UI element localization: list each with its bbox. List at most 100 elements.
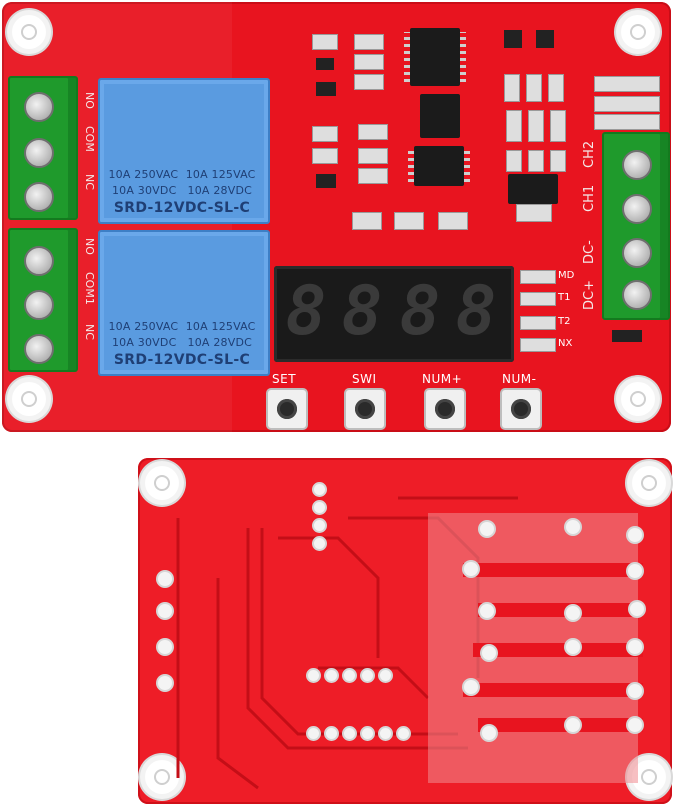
relay-pad	[566, 640, 580, 654]
relay-pad	[566, 606, 580, 620]
smd-component	[528, 110, 544, 142]
terminal-label-no: NO	[83, 238, 96, 255]
smd-component	[594, 96, 660, 112]
solder-pad	[314, 502, 325, 513]
solder-pad	[314, 538, 325, 549]
smd-component	[594, 76, 660, 92]
solder-pad	[344, 670, 355, 681]
solder-pad	[158, 604, 172, 618]
relay-rating-line1: 10A 250VAC 10A 125VAC	[108, 168, 256, 181]
smd-component	[528, 150, 544, 172]
terminal-label-com: COM	[83, 126, 96, 152]
smd-component	[550, 110, 566, 142]
smd-transistor	[504, 30, 522, 48]
mounting-hole-top-right	[632, 466, 666, 500]
button-label-num-plus: NUM+	[422, 372, 463, 386]
relay-model: SRD-12VDC-SL-C	[113, 352, 251, 368]
swi-button[interactable]	[346, 390, 384, 428]
screw-icon	[622, 194, 652, 224]
relay-pad	[566, 718, 580, 732]
num-minus-button[interactable]	[502, 390, 540, 428]
terminal-label-nc: NC	[83, 324, 96, 340]
relay-pad	[628, 528, 642, 542]
smd-transistor	[316, 174, 336, 188]
indicator-label-md: MD	[558, 270, 575, 281]
relay-pad	[628, 718, 642, 732]
solder-pad	[308, 670, 319, 681]
pcb-traces	[176, 496, 643, 790]
smd-transistor	[316, 58, 334, 70]
smd-component	[550, 150, 566, 172]
solder-pad	[362, 728, 373, 739]
indicator-led	[520, 316, 556, 330]
solder-pad	[314, 520, 325, 531]
relay-pad	[464, 680, 478, 694]
relay-pad	[464, 562, 478, 576]
screw-icon	[24, 246, 54, 276]
voltage-regulator	[508, 174, 558, 204]
relay-pad	[482, 726, 496, 740]
smd-component	[394, 212, 424, 230]
screw-icon	[622, 238, 652, 268]
smd-component	[594, 114, 660, 130]
mounting-hole-top-left	[12, 15, 46, 49]
mounting-hole-bottom-left	[12, 382, 46, 416]
num-plus-button[interactable]	[426, 390, 464, 428]
ic-chip	[408, 146, 470, 186]
relay-pad	[482, 646, 496, 660]
screw-icon	[24, 182, 54, 212]
solder-pad	[158, 572, 172, 586]
set-button[interactable]	[268, 390, 306, 428]
solder-pad	[398, 728, 409, 739]
smd-diode	[612, 330, 642, 342]
screw-icon	[622, 280, 652, 310]
mounting-hole-top-left	[145, 466, 179, 500]
smd-component	[312, 148, 338, 164]
smd-component	[438, 212, 468, 230]
seven-segment-display: 8 8 8 8	[274, 266, 514, 362]
smd-component	[506, 110, 522, 142]
solder-pad	[158, 676, 172, 690]
indicator-label-t2: T2	[558, 316, 571, 327]
terminal-label-ch1: CH1	[582, 184, 597, 212]
terminal-label-dc-plus: DC+	[582, 280, 597, 310]
relay-1: 10A 250VAC 10A 125VAC 10A 30VDC 10A 28VD…	[98, 78, 270, 224]
solder-pad	[362, 670, 373, 681]
solder-pad	[158, 640, 172, 654]
solder-pad	[308, 728, 319, 739]
indicator-label-nx: NX	[558, 338, 573, 349]
terminal-label-nc: NC	[83, 174, 96, 190]
ic-chip	[420, 94, 460, 138]
solder-pad	[326, 670, 337, 681]
smd-component	[358, 168, 388, 184]
solder-pad	[314, 484, 325, 495]
terminal-label-dc-minus: DC-	[582, 240, 597, 264]
solder-pad	[326, 728, 337, 739]
smd-component	[352, 212, 382, 230]
solder-pad	[380, 670, 391, 681]
smd-component	[354, 74, 384, 90]
display-digit: 8	[455, 272, 497, 351]
screw-icon	[24, 334, 54, 364]
smd-component	[354, 34, 384, 50]
solder-pad	[344, 728, 355, 739]
smd-transistor	[316, 82, 336, 96]
relay-rating-line1: 10A 250VAC 10A 125VAC	[108, 320, 256, 333]
screw-icon	[24, 290, 54, 320]
indicator-led	[520, 292, 556, 306]
screw-icon	[622, 150, 652, 180]
regulator-tab	[516, 204, 552, 222]
indicator-label-t1: T1	[558, 292, 571, 303]
relay-rating-line2: 10A 30VDC 10A 28VDC	[111, 184, 253, 197]
mounting-hole-bottom-right	[621, 382, 655, 416]
relay-pad	[566, 520, 580, 534]
solder-pad	[380, 728, 391, 739]
ic-chip	[404, 28, 466, 86]
power-terminal-block	[602, 132, 670, 320]
relay-pad	[630, 602, 644, 616]
smd-component	[504, 74, 520, 102]
mounting-hole-top-right	[621, 15, 655, 49]
terminal-label-no: NO	[83, 92, 96, 109]
display-digit: 8	[399, 272, 441, 351]
smd-component	[526, 74, 542, 102]
